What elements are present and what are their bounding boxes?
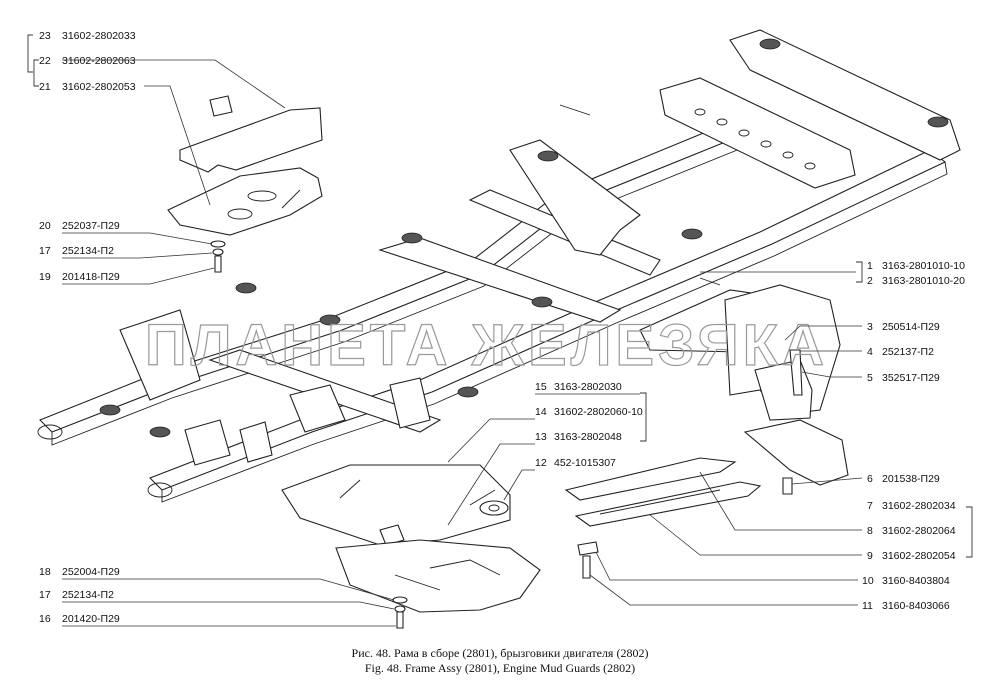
callout-num-5: 5 xyxy=(867,372,873,384)
callout-num-19: 19 xyxy=(39,271,51,283)
callout-code-23: 31602-2802033 xyxy=(62,30,136,42)
callout-code-14: 31602-2802060-10 xyxy=(554,406,643,418)
callout-code-18: 252004-П29 xyxy=(62,566,120,578)
watermark-text: ПЛАНЕТА ЖЕЛЕЗЯКА xyxy=(145,313,828,378)
callout-num-4: 4 xyxy=(867,346,873,358)
callout-code-4: 252137-П2 xyxy=(882,346,934,358)
callout-num-12: 12 xyxy=(535,457,547,469)
callout-num-8: 8 xyxy=(867,525,873,537)
callout-num-17b: 17 xyxy=(39,589,51,601)
callout-code-3: 250514-П29 xyxy=(882,321,940,333)
crossmember-holes xyxy=(694,108,816,170)
callout-code-8: 31602-2802064 xyxy=(882,525,956,537)
callout-num-13: 13 xyxy=(535,431,547,443)
callout-code-7: 31602-2802034 xyxy=(882,500,956,512)
callout-code-12: 452-1015307 xyxy=(554,457,616,469)
callout-code-17b: 252134-П2 xyxy=(62,589,114,601)
callout-code-19: 201418-П29 xyxy=(62,271,120,283)
callout-num-9: 9 xyxy=(867,550,873,562)
callout-num-20: 20 xyxy=(39,220,51,232)
callout-code-16: 201420-П29 xyxy=(62,613,120,625)
middle-callouts: 15 3163-2802030 14 31602-2802060-10 13 3… xyxy=(447,381,647,526)
callout-num-7: 7 xyxy=(867,500,873,512)
figure-caption-ru: Рис. 48. Рама в сборе (2801), брызговики… xyxy=(351,646,649,660)
callout-code-22: 31602-2802063 xyxy=(62,55,136,67)
callout-num-17a: 17 xyxy=(39,245,51,257)
left-callouts: 23 31602-2802033 22 31602-2802063 21 316… xyxy=(27,30,396,627)
callout-num-21: 21 xyxy=(39,81,51,93)
frame-assy-drawing xyxy=(37,29,961,503)
callout-num-1: 1 xyxy=(867,260,873,272)
callout-num-11: 11 xyxy=(862,600,873,612)
callout-num-3: 3 xyxy=(867,321,873,333)
callout-code-9: 31602-2802054 xyxy=(882,550,956,562)
callout-code-15: 3163-2802030 xyxy=(554,381,622,393)
callout-code-5: 352517-П29 xyxy=(882,372,940,384)
upper-mud-guard-drawing xyxy=(167,95,323,273)
callout-code-20: 252037-П29 xyxy=(62,220,120,232)
callout-code-6: 201538-П29 xyxy=(882,473,940,485)
callout-num-23: 23 xyxy=(39,30,51,42)
callout-code-1: 3163-2801010-10 xyxy=(882,260,965,272)
right-callouts: 1 3163-2801010-10 2 3163-2801010-20 3 25… xyxy=(589,260,973,612)
callout-code-21: 31602-2802053 xyxy=(62,81,136,93)
lower-mud-guard-drawing xyxy=(281,464,541,629)
callout-num-22: 22 xyxy=(39,55,51,67)
callout-num-6: 6 xyxy=(867,473,873,485)
callout-num-2: 2 xyxy=(867,275,873,287)
right-parts-drawing xyxy=(564,284,849,579)
callout-code-17a: 252134-П2 xyxy=(62,245,114,257)
callout-code-13: 3163-2802048 xyxy=(554,431,622,443)
callout-num-10: 10 xyxy=(862,575,874,587)
callout-num-14: 14 xyxy=(535,406,547,418)
callout-num-18: 18 xyxy=(39,566,51,578)
callout-num-15: 15 xyxy=(535,381,547,393)
callout-num-16: 16 xyxy=(39,613,51,625)
callout-code-11: 3160-8403066 xyxy=(882,600,950,612)
figure-caption-en: Fig. 48. Frame Assy (2801), Engine Mud G… xyxy=(364,661,636,675)
callout-code-2: 3163-2801010-20 xyxy=(882,275,965,287)
callout-code-10: 3160-8403804 xyxy=(882,575,950,587)
